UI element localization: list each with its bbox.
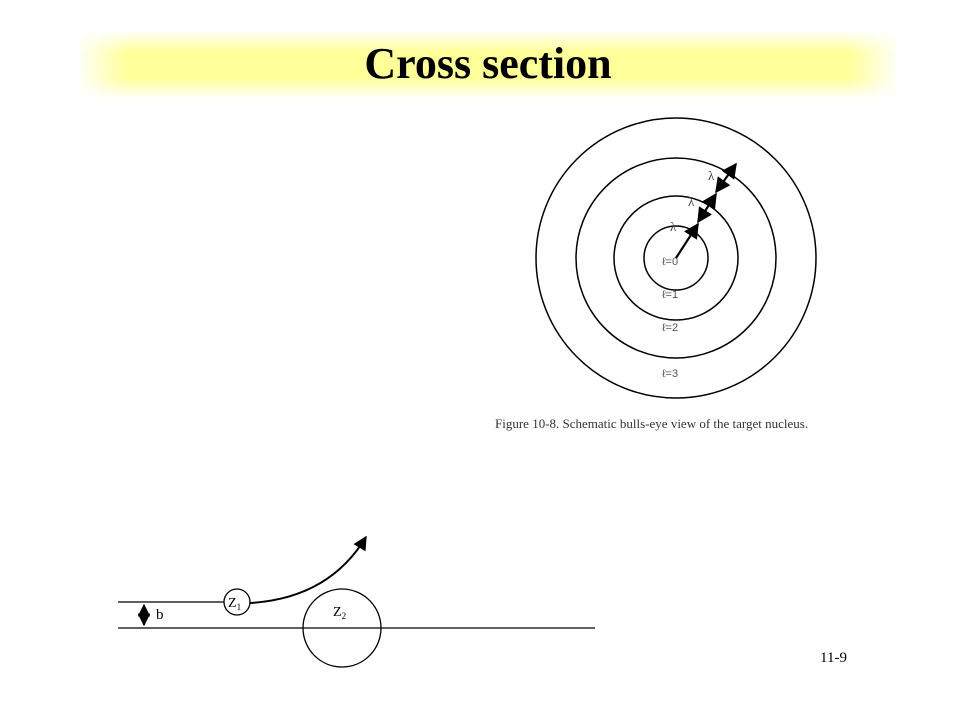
bullseye-diagram bbox=[535, 117, 817, 399]
wavelength-arrow-3 bbox=[715, 162, 737, 194]
zone-label-l0: ℓ=0 bbox=[662, 256, 678, 268]
zone-label-l1: ℓ=1 bbox=[662, 289, 678, 301]
wavelength-arrows bbox=[675, 162, 737, 259]
projectile-label: Z1 bbox=[228, 596, 241, 612]
ring-l2 bbox=[575, 157, 777, 359]
lambda-label-3: λ bbox=[708, 168, 715, 183]
scattering-diagram bbox=[118, 535, 595, 668]
lambda-label-2: λ bbox=[688, 194, 695, 209]
ring-l3 bbox=[535, 117, 817, 399]
projectile-label-base: Z bbox=[228, 596, 237, 611]
ring-l0 bbox=[643, 225, 709, 291]
impact-parameter-label: b bbox=[156, 607, 164, 623]
page-number: 11-9 bbox=[820, 650, 847, 666]
page-title: Cross section bbox=[364, 39, 612, 88]
target-label-sub: 2 bbox=[342, 611, 347, 621]
target-nucleus bbox=[302, 588, 382, 668]
title-band bbox=[80, 33, 896, 97]
wavelength-arrow-2 bbox=[697, 192, 717, 224]
projectile-label-sub: 1 bbox=[237, 602, 242, 612]
zone-label-l3: ℓ=3 bbox=[662, 368, 678, 380]
zone-label-l2: ℓ=2 bbox=[662, 322, 678, 334]
lambda-label-1: λ bbox=[670, 219, 677, 234]
figure-caption: Figure 10-8. Schematic bulls-eye view of… bbox=[495, 416, 808, 431]
wavelength-arrow-1 bbox=[675, 222, 699, 259]
target-label: Z2 bbox=[333, 605, 346, 621]
target-label-base: Z bbox=[333, 605, 342, 620]
deflected-trajectory bbox=[249, 535, 367, 604]
ring-l1 bbox=[613, 195, 739, 321]
